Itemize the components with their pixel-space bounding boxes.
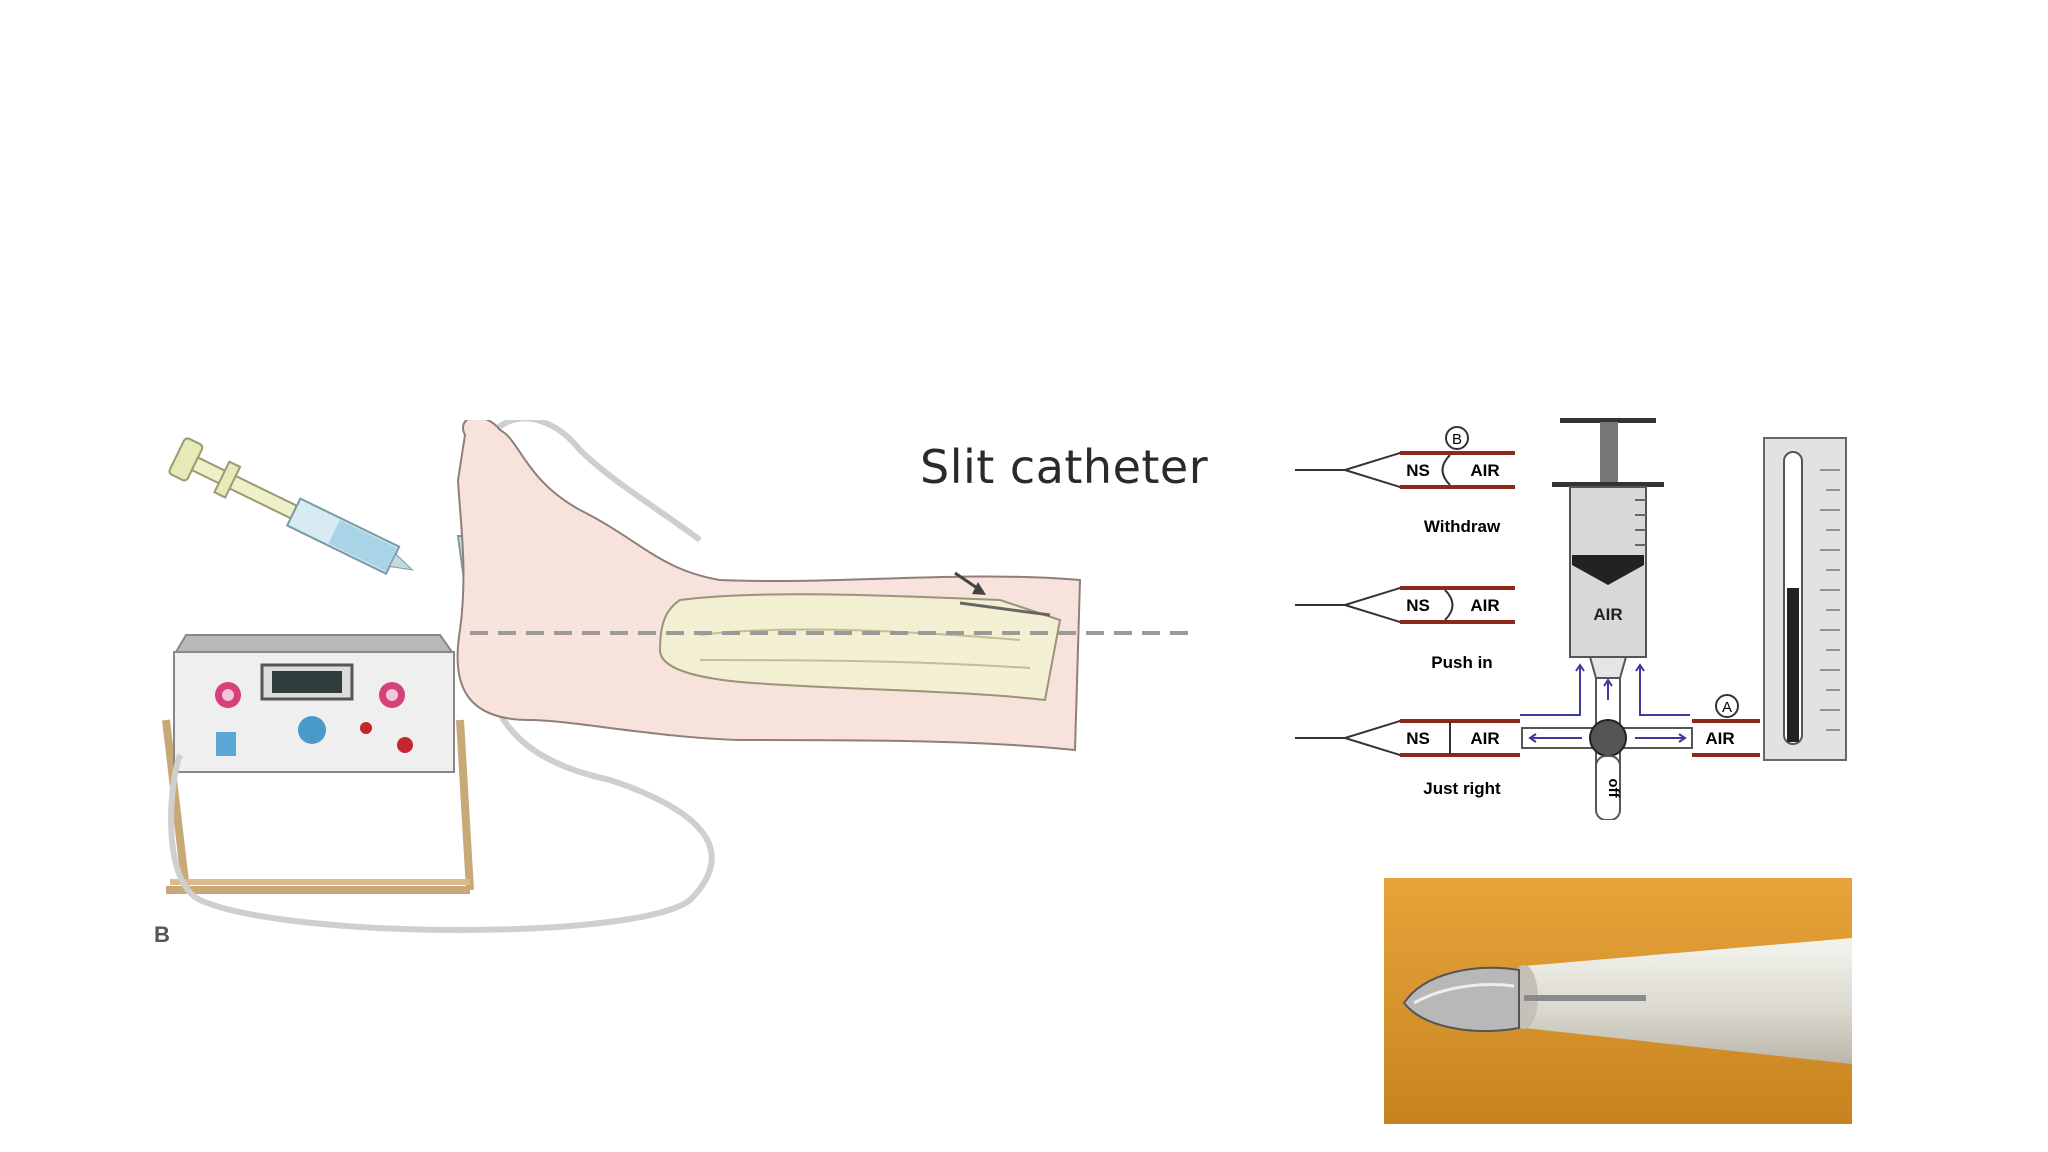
marker-a xyxy=(1715,694,1739,718)
air-label: AIR xyxy=(1470,596,1499,615)
leg-illustration xyxy=(456,420,1190,752)
air-label: AIR xyxy=(1470,729,1499,748)
row-label-just-right: Just right xyxy=(1423,779,1501,798)
panel-letter: B xyxy=(154,922,170,947)
ns-label: NS xyxy=(1406,596,1430,615)
slit-catheter-title: Slit catheter xyxy=(920,440,1209,494)
side-air-label: AIR xyxy=(1705,729,1734,748)
needle-manometer-diagram: NS AIR Withdraw B NS AIR Push in NS AIR … xyxy=(1295,418,1847,820)
marker-a-label: A xyxy=(1722,699,1732,716)
air-label: AIR xyxy=(1470,461,1499,480)
monitor-stand xyxy=(162,719,474,894)
flow-arrows xyxy=(1520,663,1690,743)
syringe-air-label: AIR xyxy=(1593,605,1622,624)
needle-row-just-right: NS AIR Just right xyxy=(1295,719,1520,798)
row-label-push-in: Push in xyxy=(1431,653,1492,672)
syringe xyxy=(168,437,414,576)
ns-label: NS xyxy=(1406,461,1430,480)
needle-row-push-in: NS AIR Push in xyxy=(1295,586,1515,672)
catheter-tip-photo xyxy=(1384,878,1852,1124)
compartment-pressure-setup-illustration xyxy=(162,420,1190,933)
three-way-valve: off xyxy=(1521,719,1693,820)
row-label-withdraw: Withdraw xyxy=(1424,517,1501,536)
side-tube-a: AIR A xyxy=(1692,694,1760,757)
pressure-monitor xyxy=(173,634,455,773)
ns-label: NS xyxy=(1406,729,1430,748)
valve-off-label: off xyxy=(1605,778,1622,798)
manometer-gauge xyxy=(1763,437,1847,761)
marker-b xyxy=(1445,426,1469,450)
marker-b-label: B xyxy=(1452,431,1462,448)
needle-row-withdraw: NS AIR Withdraw B xyxy=(1295,426,1515,536)
